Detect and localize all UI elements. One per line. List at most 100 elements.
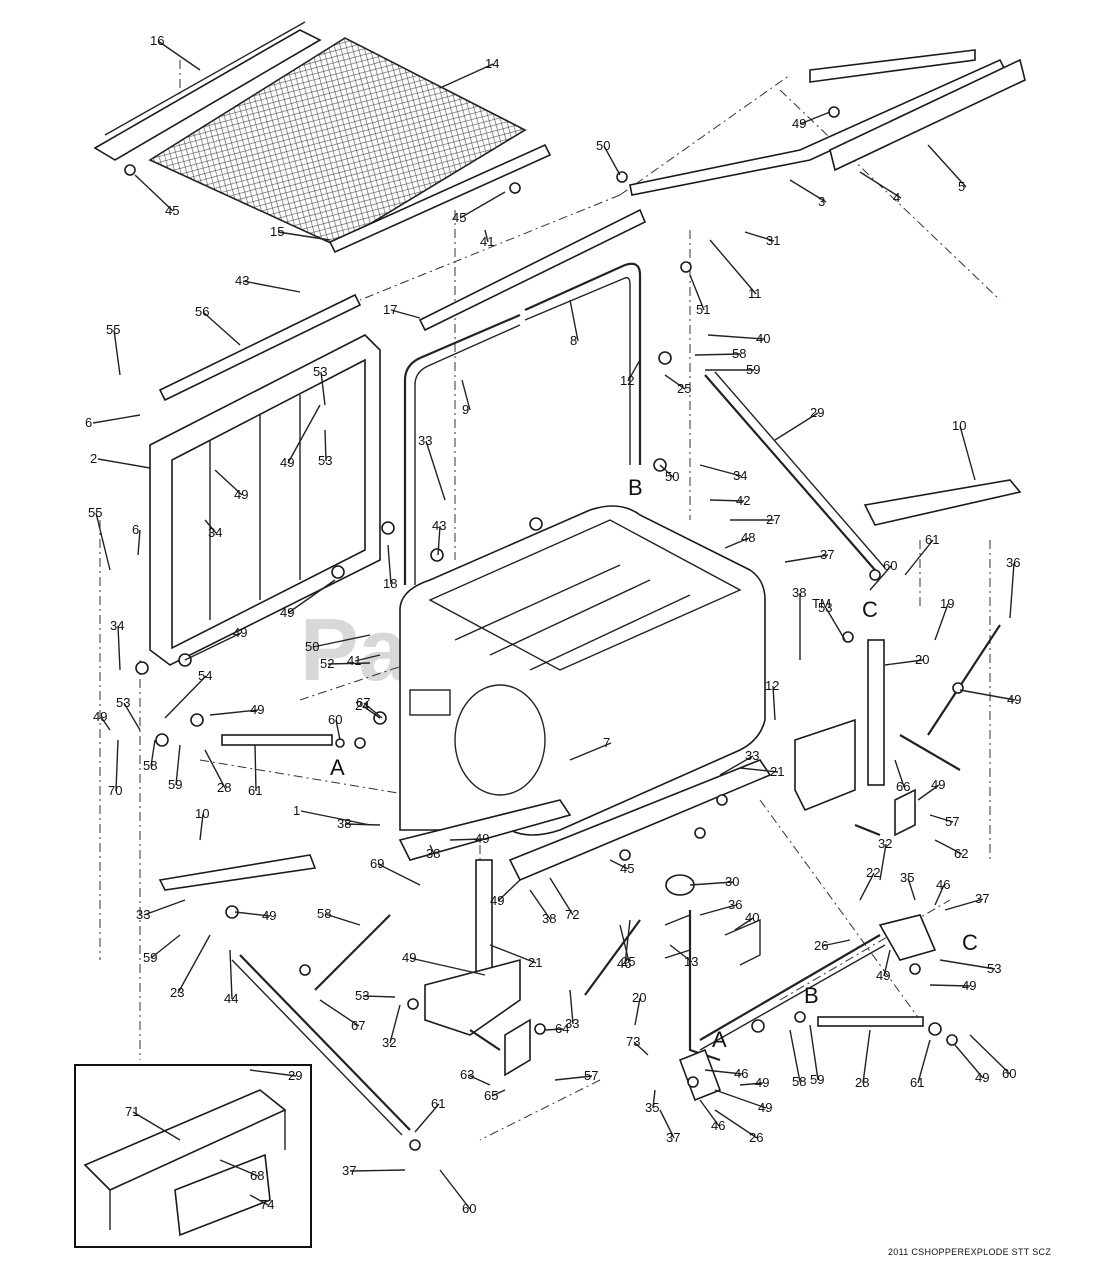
- callout-9: 9: [462, 402, 469, 417]
- callout-36: 36: [728, 897, 742, 912]
- callout-27: 27: [766, 512, 780, 527]
- part-19-rod-left: [314, 914, 391, 991]
- callout-leader-26: [821, 939, 851, 947]
- callout-leader-21: [489, 944, 537, 964]
- callout-leader-45: [134, 174, 174, 212]
- callout-57: 57: [945, 814, 959, 829]
- callout-59: 59: [168, 777, 182, 792]
- callout-60: 60: [462, 1201, 476, 1216]
- ref-letter-a-left: A: [330, 755, 345, 780]
- callout-leader-73: [633, 1041, 649, 1056]
- callout-49: 49: [792, 116, 806, 131]
- callout-leader-46: [934, 884, 945, 906]
- callout-leader-26: [714, 1109, 758, 1139]
- callout-49: 49: [876, 968, 890, 983]
- callout-34: 34: [733, 468, 747, 483]
- callout-63: 63: [460, 1067, 474, 1082]
- callout-25: 25: [677, 381, 691, 396]
- callout-37: 37: [666, 1130, 680, 1145]
- ref-letter-c-lower: C: [962, 930, 978, 955]
- ref-letter-a-lower: A: [712, 1027, 727, 1052]
- callout-51: 51: [696, 302, 710, 317]
- ref-letter-c-upper: C: [862, 597, 878, 622]
- callout-leader-37: [784, 554, 829, 563]
- callout-leader-32: [879, 843, 887, 881]
- callout-leader-35: [652, 1089, 656, 1109]
- callout-71: 71: [125, 1104, 139, 1119]
- part-13-bar: [699, 934, 886, 1051]
- callout-49: 49: [233, 625, 247, 640]
- callout-leader-38: [344, 823, 381, 826]
- callout-58: 58: [792, 1074, 806, 1089]
- callout-leader-49: [799, 111, 831, 125]
- callout-leader-55: [113, 329, 121, 376]
- callout-leader-46: [704, 1069, 743, 1075]
- ref-letter-b-lower: B: [804, 983, 819, 1008]
- callout-leader-11: [709, 239, 757, 295]
- callout-leader-7: [569, 742, 612, 761]
- fasteners: [124, 106, 964, 1151]
- callout-41: 41: [347, 653, 361, 668]
- callout-49: 49: [962, 978, 976, 993]
- callout-leader-17: [390, 309, 421, 319]
- callout-leader-2: [97, 458, 151, 469]
- part-2-frame: [149, 334, 381, 666]
- callout-55: 55: [88, 505, 102, 520]
- part-66-bracket: [894, 788, 916, 837]
- callout-33: 33: [136, 907, 150, 922]
- callout-leader-21: [739, 767, 779, 773]
- callout-26: 26: [814, 938, 828, 953]
- callout-leader-70: [115, 739, 119, 792]
- callout-leader-34: [117, 625, 121, 671]
- callout-46: 46: [734, 1066, 748, 1081]
- callout-33: 33: [565, 1016, 579, 1031]
- callout-leader-46: [624, 919, 631, 965]
- callout-28: 28: [855, 1075, 869, 1090]
- callout-leader-63: [467, 1074, 491, 1086]
- callout-leader-16: [157, 40, 201, 71]
- callout-leader-57: [554, 1075, 593, 1081]
- callout-leader-61: [904, 539, 934, 576]
- callout-leader-49: [917, 784, 940, 801]
- callout-15: 15: [270, 224, 284, 239]
- inset-box: [74, 1064, 312, 1248]
- callout-leader-20: [884, 659, 924, 666]
- callout-leader-41: [354, 654, 381, 662]
- callout-leader-58: [324, 913, 361, 926]
- callout-leader-25: [619, 924, 630, 963]
- callout-leader-40: [734, 917, 754, 931]
- callout-leader-19: [934, 603, 949, 641]
- callout-8: 8: [570, 333, 577, 348]
- callout-31: 31: [766, 233, 780, 248]
- callout-61: 61: [925, 532, 939, 547]
- callout-11: 11: [748, 286, 762, 301]
- callout-16: 16: [150, 33, 164, 48]
- callout-leader-65: [491, 1089, 506, 1097]
- callout-leader-36: [1009, 562, 1015, 619]
- callout-19: 19: [940, 596, 954, 611]
- callout-6: 6: [132, 522, 139, 537]
- callout-50: 50: [596, 138, 610, 153]
- callout-leader-8: [569, 299, 579, 342]
- callout-28: 28: [217, 780, 231, 795]
- callout-leader-53: [362, 995, 396, 998]
- callout-leader-10: [199, 813, 204, 841]
- callout-leader-57: [929, 814, 954, 823]
- callout-leader-29: [774, 412, 819, 441]
- callout-5: 5: [958, 179, 965, 194]
- callout-64: 64: [555, 1021, 569, 1036]
- callout-10: 10: [195, 806, 209, 821]
- callout-53: 53: [116, 695, 130, 710]
- callout-leader-28: [204, 749, 226, 789]
- callout-43: 43: [432, 518, 446, 533]
- callout-leader-49: [214, 469, 243, 496]
- callout-leader-33: [143, 899, 186, 916]
- callout-leader-61: [917, 1039, 931, 1084]
- callout-14: 14: [485, 56, 499, 71]
- part-30-knob: [665, 874, 695, 896]
- callout-61: 61: [248, 783, 262, 798]
- callout-38: 38: [792, 585, 806, 600]
- callout-leader-59: [809, 1024, 819, 1081]
- part-9-frame: [403, 313, 521, 585]
